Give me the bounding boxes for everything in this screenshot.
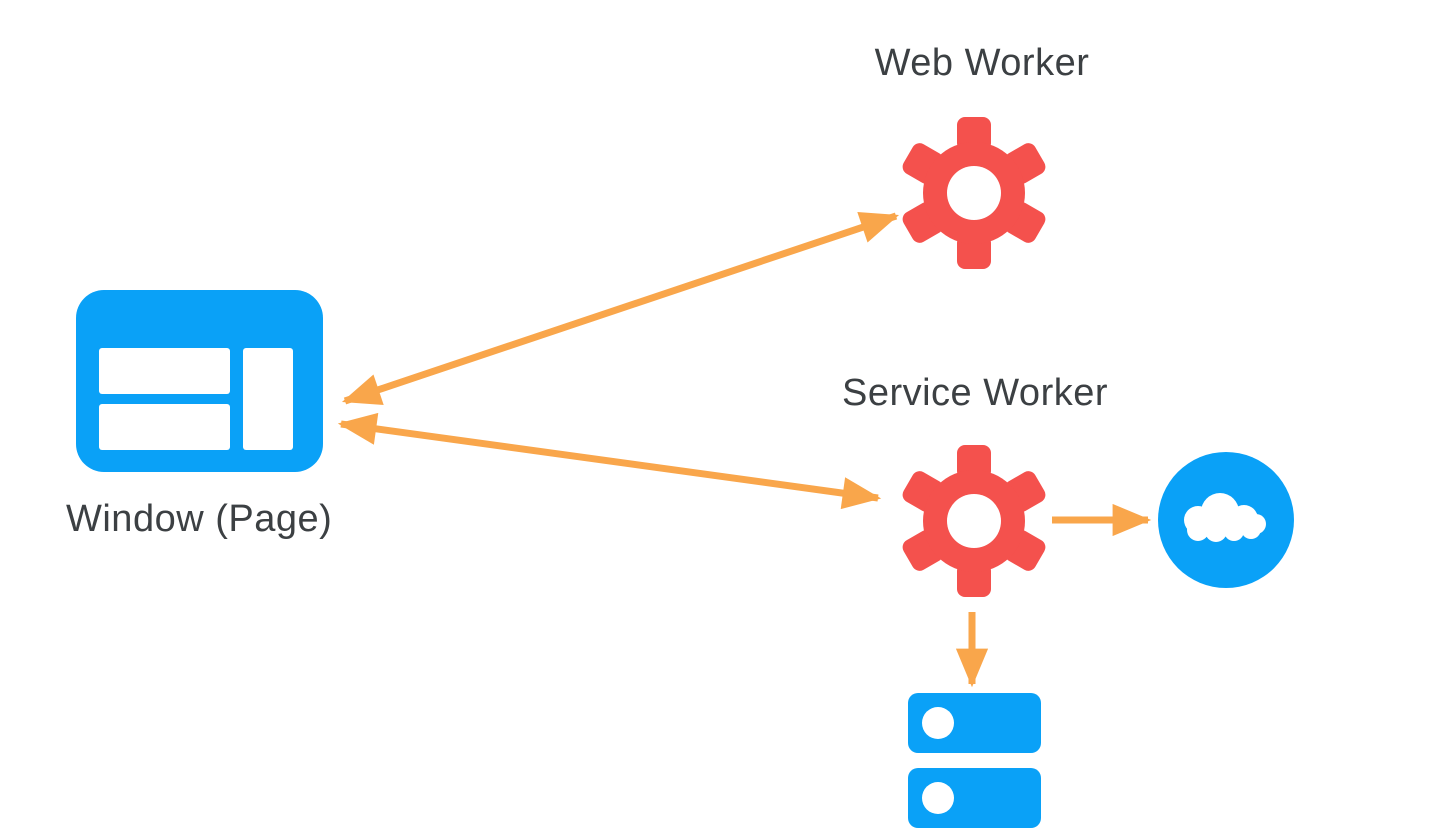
edge-window-serviceworker-arrow (337, 412, 882, 510)
edges (337, 212, 1152, 688)
browser-window-icon (76, 290, 323, 472)
cloud-icon (1158, 452, 1294, 588)
service-worker-label: Service Worker (841, 372, 1109, 414)
web-worker-gear-icon (902, 117, 1046, 269)
web-worker-label: Web Worker (874, 42, 1090, 84)
window-page-label: Window (Page) (66, 498, 333, 540)
service-worker-gear-icon (902, 445, 1046, 597)
edge-window-webworker-arrow (341, 212, 900, 405)
database-stack-icon (908, 693, 1041, 828)
